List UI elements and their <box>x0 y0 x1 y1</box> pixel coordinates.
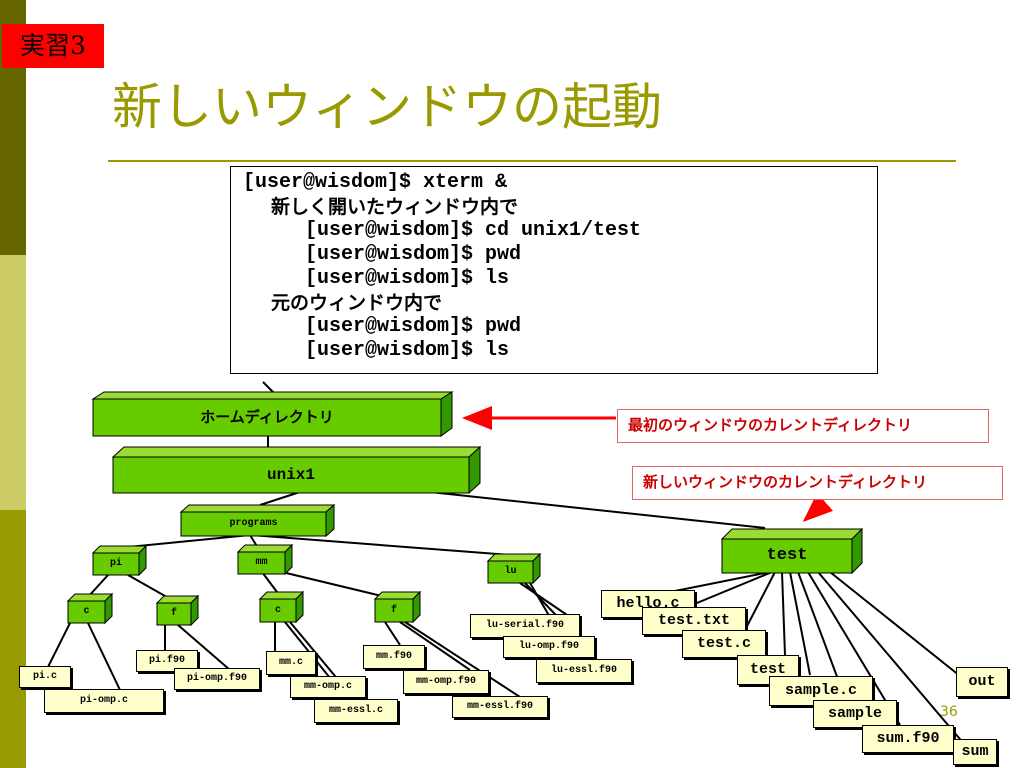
code-line-4: [user@wisdom]$ pwd <box>305 243 522 266</box>
code-line-1: [user@wisdom]$ xterm & <box>243 171 508 194</box>
file-mm-essl-f90: mm-essl.f90 <box>452 696 548 718</box>
dir-box-mm <box>236 543 294 576</box>
sidebar-band-bottom <box>0 510 26 768</box>
pi-f-dir-label: f <box>170 608 177 619</box>
dir-box-lu <box>486 552 542 585</box>
test-dir-label: test <box>766 546 808 565</box>
dir-box-pi-f <box>155 594 200 627</box>
dir-box-test <box>720 527 864 575</box>
title-divider <box>108 160 956 162</box>
dir-box-pi <box>91 544 148 577</box>
lu-dir-label: lu <box>504 566 517 577</box>
file-sum: sum <box>953 739 997 765</box>
mm-f-dir-label: f <box>390 605 397 616</box>
file-pi-f90: pi.f90 <box>136 650 198 672</box>
pi-dir-label: pi <box>109 558 122 569</box>
programs-dir-label: programs <box>229 518 278 529</box>
code-line-5: [user@wisdom]$ ls <box>305 267 510 290</box>
slide-title: 新しいウィンドウの起動 <box>112 78 662 136</box>
file-lu-serial-f90: lu-serial.f90 <box>470 614 580 638</box>
file-mm-c: mm.c <box>266 651 316 675</box>
new-window-arrow <box>802 493 834 523</box>
code-line-8: [user@wisdom]$ ls <box>305 339 510 362</box>
code-line-2: 新しく開いたウィンドウ内で <box>271 196 519 218</box>
file-test-c: test.c <box>682 630 766 658</box>
dir-box-unix1 <box>111 445 482 495</box>
code-line-3: [user@wisdom]$ cd unix1/test <box>305 219 642 242</box>
file-pi-omp-f90: pi-omp.f90 <box>174 668 260 690</box>
file-sum-f90: sum.f90 <box>862 725 954 753</box>
file-pi-c: pi.c <box>19 666 71 688</box>
mm-c-dir-label: c <box>274 605 281 616</box>
dir-box-pi-c <box>66 592 114 625</box>
file-mm-essl-c: mm-essl.c <box>314 699 398 723</box>
code-line-6: 元のウィンドウ内で <box>271 292 443 314</box>
dir-box-mm-f <box>373 590 422 624</box>
file-sample: sample <box>813 700 897 728</box>
file-mm-omp-c: mm-omp.c <box>290 676 366 698</box>
pi-c-dir-label: c <box>83 606 90 617</box>
file-lu-essl-f90: lu-essl.f90 <box>536 659 632 683</box>
dir-box-programs <box>179 503 336 538</box>
first-window-note: 最初のウィンドウのカレントディレクトリ <box>617 409 989 443</box>
file-mm-f90: mm.f90 <box>363 645 425 669</box>
new-window-note: 新しいウィンドウのカレントディレクトリ <box>632 466 1003 500</box>
file-mm-omp-f90: mm-omp.f90 <box>403 670 489 694</box>
home-dir-label: ホームディレクトリ <box>200 408 334 426</box>
exercise-badge: 実習3 <box>2 24 104 68</box>
page-number: 36 <box>940 704 958 720</box>
file-out: out <box>956 667 1008 697</box>
command-box: [user@wisdom]$ xterm & 新しく開いたウィンドウ内で [us… <box>230 166 878 374</box>
file-lu-omp-f90: lu-omp.f90 <box>503 636 595 658</box>
code-line-7: [user@wisdom]$ pwd <box>305 315 522 338</box>
mm-dir-label: mm <box>255 557 268 568</box>
sidebar-band-middle <box>0 255 26 510</box>
file-pi-omp-c: pi-omp.c <box>44 689 164 713</box>
dir-box-mm-c <box>258 590 305 624</box>
dir-box-home <box>91 391 454 437</box>
unix1-dir-label: unix1 <box>266 466 315 484</box>
